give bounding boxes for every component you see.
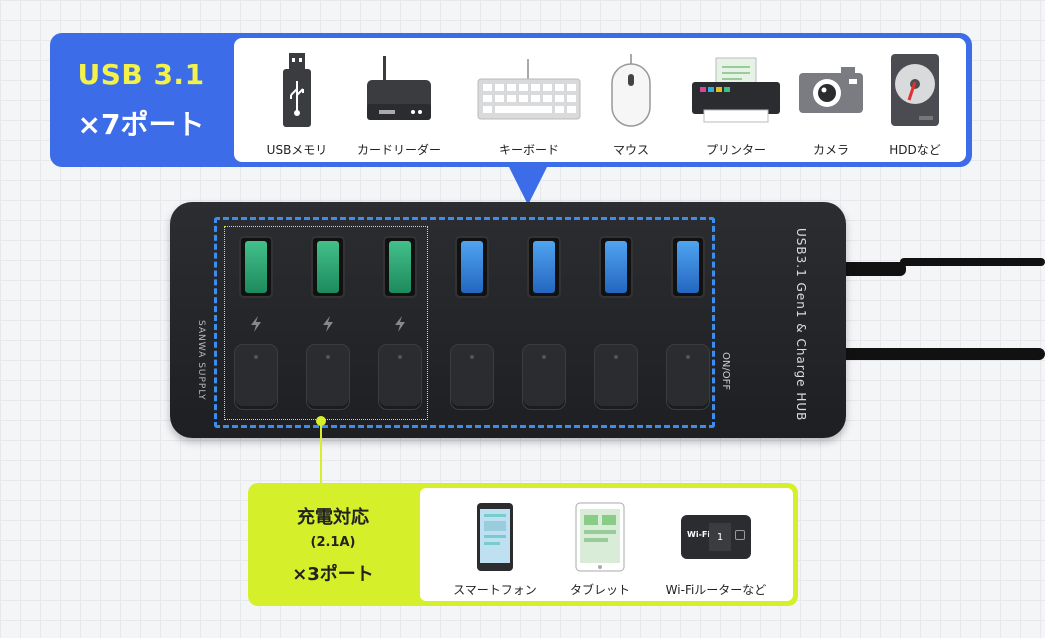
lightning-icon xyxy=(251,316,261,332)
power-switch-7[interactable] xyxy=(666,344,710,410)
usb-host-cable xyxy=(840,348,1045,360)
device-label: キーボード xyxy=(498,143,559,157)
usb3-title-line2: ×7ポート xyxy=(77,107,205,141)
power-cable-cord xyxy=(900,258,1045,266)
charge-title-line1: 充電対応 xyxy=(297,507,369,528)
power-switch-4[interactable] xyxy=(450,344,494,410)
device-wifi-router: Wi-Fi 1 Wi-Fiルーターなど xyxy=(656,502,776,598)
usb-port-charge-3[interactable] xyxy=(383,236,417,298)
device-label: Wi-Fiルーターなど xyxy=(665,583,767,597)
power-cable xyxy=(836,262,906,276)
device-label: プリンター xyxy=(705,143,766,157)
device-label: USBメモリ xyxy=(266,143,328,157)
hub-product-name: USB3.1 Gen1 & Charge HUB xyxy=(794,228,808,422)
keyboard-icon xyxy=(474,50,584,130)
usb-port-4[interactable] xyxy=(455,236,489,298)
power-switch-2[interactable] xyxy=(306,344,350,410)
device-label: タブレット xyxy=(569,583,630,597)
device-label: カメラ xyxy=(812,143,849,157)
power-switch-5[interactable] xyxy=(522,344,566,410)
device-label: カードリーダー xyxy=(356,143,441,157)
charge-title-line2: (2.1A) xyxy=(310,535,356,550)
mouse-icon xyxy=(586,50,676,130)
smartphone-icon xyxy=(476,502,514,572)
device-camera: カメラ xyxy=(786,50,876,158)
usb-port-charge-1[interactable] xyxy=(239,236,273,298)
charge-ports-highlight xyxy=(224,226,428,420)
printer-icon xyxy=(684,50,788,130)
camera-icon xyxy=(786,50,876,130)
hdd-icon xyxy=(870,50,960,130)
wifi-button-icon xyxy=(735,530,745,540)
wifi-router-icon: Wi-Fi 1 xyxy=(681,502,751,572)
callout-pointer-inner xyxy=(514,164,542,194)
usb-hub-body xyxy=(170,202,846,438)
charge-callout-title: 充電対応 (2.1A) ×3ポート xyxy=(248,483,418,606)
usb3-callout-title: USB 3.1 ×7ポート xyxy=(50,33,232,167)
device-hdd: HDDなど xyxy=(870,50,960,158)
onoff-label: ON/OFF xyxy=(720,352,731,391)
charge-connector-line xyxy=(320,420,322,486)
power-switch-3[interactable] xyxy=(378,344,422,410)
device-mouse: マウス xyxy=(586,50,676,158)
device-label: スマートフォン xyxy=(453,583,537,597)
usb-port-6[interactable] xyxy=(599,236,633,298)
device-tablet: タブレット xyxy=(562,502,638,598)
power-switch-6[interactable] xyxy=(594,344,638,410)
power-switch-1[interactable] xyxy=(234,344,278,410)
device-label: HDDなど xyxy=(889,143,941,157)
usb-stick-icon xyxy=(252,50,342,130)
device-keyboard: キーボード xyxy=(474,50,584,158)
charge-connector-dot xyxy=(316,416,326,426)
device-label: マウス xyxy=(612,143,649,157)
usb-port-charge-2[interactable] xyxy=(311,236,345,298)
tablet-icon xyxy=(575,502,625,572)
charge-device-panel: スマートフォン タブレット Wi-Fi 1 Wi-Fi xyxy=(420,488,793,601)
device-printer: プリンター xyxy=(684,50,788,158)
usb3-callout: USB 3.1 ×7ポート USBメモリ xyxy=(50,33,972,167)
lightning-icon xyxy=(395,316,405,332)
usb-port-7[interactable] xyxy=(671,236,705,298)
charge-title-line3: ×3ポート xyxy=(292,564,374,585)
lightning-icon xyxy=(323,316,333,332)
usb-port-5[interactable] xyxy=(527,236,561,298)
wifi-screen: 1 xyxy=(709,523,731,551)
charge-callout: 充電対応 (2.1A) ×3ポート スマートフォン xyxy=(248,483,798,606)
usb3-device-panel: USBメモリ カードリーダー xyxy=(234,38,966,162)
device-card-reader: カードリーダー xyxy=(354,50,444,158)
device-smartphone: スマートフォン xyxy=(450,502,540,598)
wifi-label: Wi-Fi xyxy=(687,530,711,539)
brand-label: SANWA SUPPLY xyxy=(196,320,206,401)
card-reader-icon xyxy=(354,50,444,130)
usb3-title-line1: USB 3.1 xyxy=(77,57,205,91)
usb3-ports-highlight xyxy=(214,217,715,428)
device-usb-memory: USBメモリ xyxy=(252,50,342,158)
